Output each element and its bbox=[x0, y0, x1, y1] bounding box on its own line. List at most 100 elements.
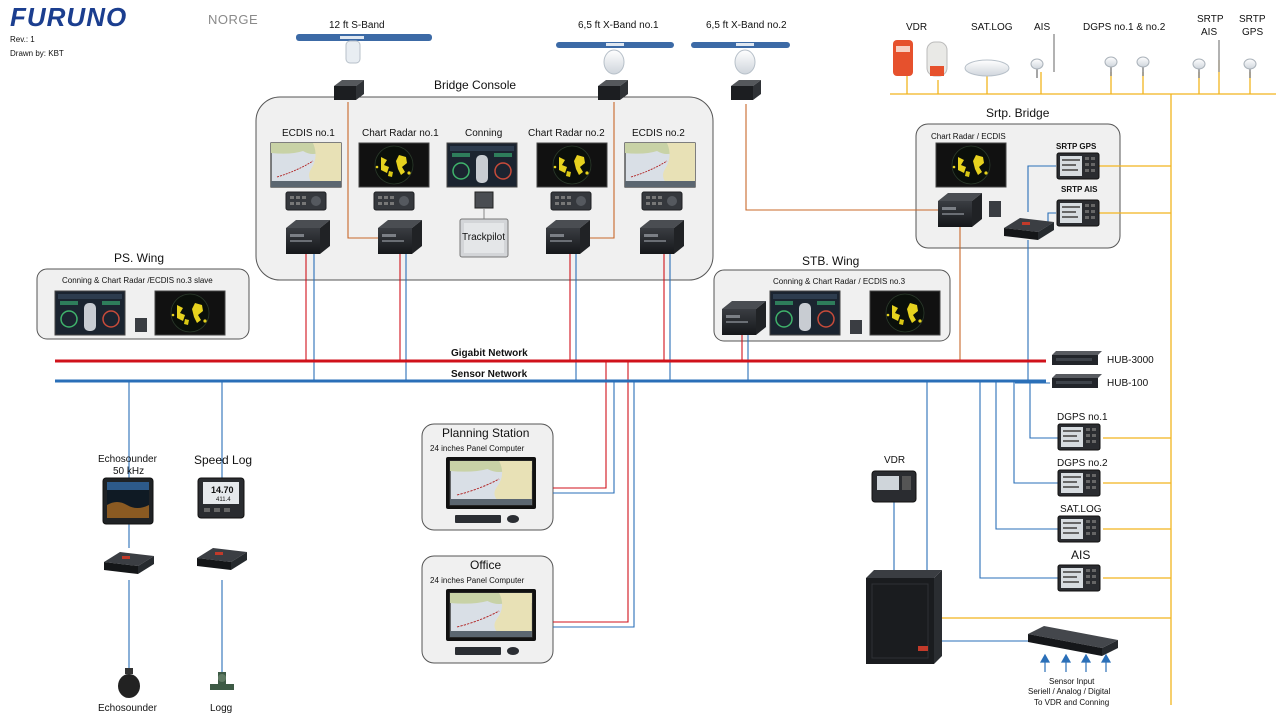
top-srtp-gps-label-1: SRTP bbox=[1239, 14, 1266, 25]
sensor-network-pc-drops bbox=[553, 381, 635, 628]
radar1-processor-icon bbox=[378, 220, 422, 254]
x-band-2-junction-icon bbox=[731, 80, 761, 100]
srtp-control-icon bbox=[989, 201, 1001, 217]
speedlog-reading-2: 411.4 bbox=[216, 497, 231, 503]
brand-logo: FURUNO bbox=[10, 2, 127, 32]
ecdis1-keypad-icon bbox=[285, 191, 327, 211]
speedlog-display-icon bbox=[197, 477, 245, 519]
ecdis2-keypad-icon bbox=[641, 191, 683, 211]
bridge-console-title: Bridge Console bbox=[434, 78, 516, 92]
stb-radar-screen-icon bbox=[869, 290, 941, 336]
yellow-serial-wiring bbox=[890, 60, 1276, 705]
sensor-input-label-1: Sensor Input bbox=[1049, 677, 1095, 686]
gigabit-network-label: Gigabit Network bbox=[451, 348, 528, 359]
logg-label: Logg bbox=[210, 703, 232, 714]
logg-sensor-icon bbox=[210, 672, 234, 690]
satlog-label: SAT.LOG bbox=[1060, 504, 1102, 515]
ecdis1-processor-icon bbox=[286, 220, 330, 254]
ecdis1-label: ECDIS no.1 bbox=[282, 128, 335, 139]
revision-label: Rev.: 1 bbox=[10, 35, 35, 44]
top-ais-label: AIS bbox=[1034, 22, 1050, 33]
planning-monitor-icon bbox=[446, 457, 536, 509]
radar2-label: Chart Radar no.2 bbox=[528, 128, 605, 139]
trackpilot-panel-icon bbox=[474, 191, 494, 209]
orange-antenna-links bbox=[347, 102, 961, 362]
echosounder-transducer-icon bbox=[118, 668, 140, 698]
ps-conning-screen-icon bbox=[54, 290, 126, 336]
ecdis2-processor-icon bbox=[640, 220, 684, 254]
drawn-by-label: Drawn by: KBT bbox=[10, 49, 64, 58]
hub-3000-icon bbox=[1052, 351, 1102, 365]
office-subtitle: 24 inches Panel Computer bbox=[430, 576, 525, 585]
sensor-input-label-2: Seriell / Analog / Digital bbox=[1028, 687, 1110, 696]
ais-label: AIS bbox=[1071, 548, 1090, 562]
dgps1-label: DGPS no.1 bbox=[1057, 412, 1108, 423]
speedlog-reading-1: 14.70 bbox=[211, 485, 234, 495]
ecdis2-label: ECDIS no.2 bbox=[632, 128, 685, 139]
top-satlog-label: SAT.LOG bbox=[971, 22, 1013, 33]
srtp-gps-label: SRTP GPS bbox=[1056, 142, 1097, 151]
radar1-keypad-icon bbox=[373, 191, 415, 211]
srtp-processor-icon bbox=[938, 193, 982, 227]
sensor-input-hub-icon bbox=[1028, 626, 1118, 656]
srtp-bridge-title: Srtp. Bridge bbox=[986, 106, 1050, 120]
trackpilot-unit-icon bbox=[459, 218, 509, 258]
x-band-2-antenna bbox=[691, 42, 790, 75]
s-band-junction-icon bbox=[334, 80, 364, 100]
speedlog-title: Speed Log bbox=[194, 453, 252, 467]
dgps2-unit-icon bbox=[1057, 469, 1101, 497]
top-dgps-label: DGPS no.1 & no.2 bbox=[1083, 22, 1166, 33]
radar2-screen-icon bbox=[536, 142, 608, 188]
vdr-display-icon bbox=[871, 470, 917, 503]
srtp-gps-antenna-icon bbox=[1243, 58, 1257, 79]
srtp-ais-label: SRTP AIS bbox=[1061, 185, 1098, 194]
ecdis2-screen-icon bbox=[624, 142, 696, 188]
stb-control-icon bbox=[850, 320, 862, 334]
stb-wing-title: STB. Wing bbox=[802, 254, 859, 268]
ps-wing-title: PS. Wing bbox=[114, 251, 164, 265]
ps-radar-screen-icon bbox=[154, 290, 226, 336]
srtp-ais-unit-icon bbox=[1056, 199, 1100, 227]
radar2-processor-icon bbox=[546, 220, 590, 254]
top-srtp-gps-label-2: GPS bbox=[1242, 27, 1263, 38]
planning-keyboard-icon bbox=[455, 515, 519, 523]
top-srtp-ais-label-1: SRTP bbox=[1197, 14, 1224, 25]
srtp-gps-unit-icon bbox=[1056, 152, 1100, 180]
top-srtp-ais-label-2: AIS bbox=[1201, 27, 1217, 38]
s-band-label: 12 ft S-Band bbox=[329, 20, 385, 31]
dgps2-antenna-icon bbox=[1136, 56, 1150, 77]
x-band-2-label: 6,5 ft X-Band no.2 bbox=[706, 20, 787, 31]
x-band-1-label: 6,5 ft X-Band no.1 bbox=[578, 20, 659, 31]
echosounder-display-icon bbox=[102, 477, 154, 525]
stb-processor-icon bbox=[722, 301, 766, 335]
echosounder-title-1: Echosounder bbox=[98, 454, 158, 465]
echosounder-bottom-label: Echosounder bbox=[98, 703, 158, 714]
x-band-1-antenna bbox=[556, 42, 674, 75]
office-monitor-icon bbox=[446, 589, 536, 641]
ais-unit-icon bbox=[1057, 564, 1101, 592]
planning-title: Planning Station bbox=[442, 426, 529, 440]
conning-screen-icon bbox=[446, 142, 518, 188]
vdr-main-unit-icon bbox=[866, 570, 942, 664]
trackpilot-label: Trackpilot bbox=[462, 232, 505, 243]
conning-label: Conning bbox=[465, 128, 502, 139]
office-title: Office bbox=[470, 558, 501, 572]
sensor-input-arrows bbox=[1039, 653, 1112, 672]
ps-wing-station-label: Conning & Chart Radar /ECDIS no.3 slave bbox=[62, 276, 213, 285]
planning-subtitle: 24 inches Panel Computer bbox=[430, 444, 525, 453]
radar1-screen-icon bbox=[358, 142, 430, 188]
ecdis1-screen-icon bbox=[270, 142, 342, 188]
speedlog-adapter-icon bbox=[197, 548, 247, 570]
srtp-radar-screen-icon bbox=[935, 142, 1007, 188]
vdr-label: VDR bbox=[884, 455, 905, 466]
gigabit-network-drops bbox=[305, 252, 743, 623]
srtp-ais-antenna-icon bbox=[1192, 58, 1206, 79]
dgps1-antenna-icon bbox=[1104, 56, 1118, 77]
x-band-1-junction-icon bbox=[598, 80, 628, 100]
radar1-label: Chart Radar no.1 bbox=[362, 128, 439, 139]
hub-100-label: HUB-100 bbox=[1107, 378, 1149, 389]
hub-100-icon bbox=[1052, 374, 1102, 388]
hub-3000-label: HUB-3000 bbox=[1107, 355, 1154, 366]
stb-wing-station-label: Conning & Chart Radar / ECDIS no.3 bbox=[773, 277, 906, 286]
dgps2-label: DGPS no.2 bbox=[1057, 458, 1108, 469]
